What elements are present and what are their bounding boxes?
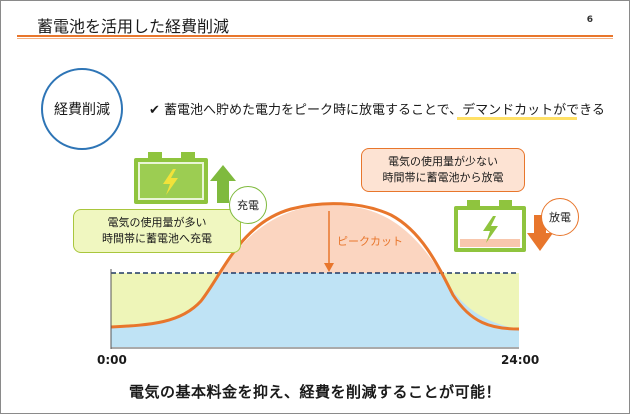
title-divider-thin — [17, 38, 613, 39]
peak-cut-arrow-head — [324, 263, 334, 272]
discharge-callout: 電気の使用量が少ない 時間帯に蓄電池から放電 — [361, 148, 525, 192]
concept-label: 経費削減 — [54, 102, 110, 118]
lead-text: ✔ 蓄電池へ貯めた電力をピーク時に放電することで、デマンドカットができる — [149, 99, 605, 118]
base-usage-area — [111, 273, 519, 347]
lightning-icon — [163, 169, 178, 195]
arrow-down-icon — [527, 215, 553, 251]
charge-tag-label: 充電 — [237, 199, 259, 212]
lead-highlight — [457, 117, 577, 120]
discharge-tag: 放電 — [541, 198, 579, 236]
title-divider — [17, 35, 613, 37]
time-end-label: 24:00 — [501, 353, 540, 367]
battery-low-icon — [454, 200, 526, 252]
check-icon: ✔ — [149, 103, 160, 118]
charge-callout-text: 電気の使用量が多い 時間帯に蓄電池へ充電 — [102, 216, 212, 245]
conclusion-text: 電気の基本料金を抑え、経費を削減することが可能！ — [128, 383, 501, 401]
time-start-label: 0:00 — [97, 353, 127, 367]
battery-full-icon — [134, 152, 208, 204]
discharge-callout-text: 電気の使用量が少ない 時間帯に蓄電池から放電 — [382, 155, 504, 184]
lead-statement: 蓄電池へ貯めた電力をピーク時に放電することで、デマンドカットができる — [164, 103, 605, 118]
usage-curve — [110, 202, 520, 331]
concept-circle: 経費削減 — [41, 68, 123, 150]
page-number: 6 — [586, 15, 593, 25]
discharge-tag-label: 放電 — [549, 211, 571, 224]
arrow-up-icon — [210, 165, 236, 203]
charge-tag: 充電 — [229, 186, 267, 224]
peak-cut-label: ピークカット — [337, 235, 403, 248]
charge-callout: 電気の使用量が多い 時間帯に蓄電池へ充電 — [73, 209, 241, 253]
peak-area — [221, 205, 441, 273]
page-title: 蓄電池を活用した経費削減 — [37, 17, 230, 36]
